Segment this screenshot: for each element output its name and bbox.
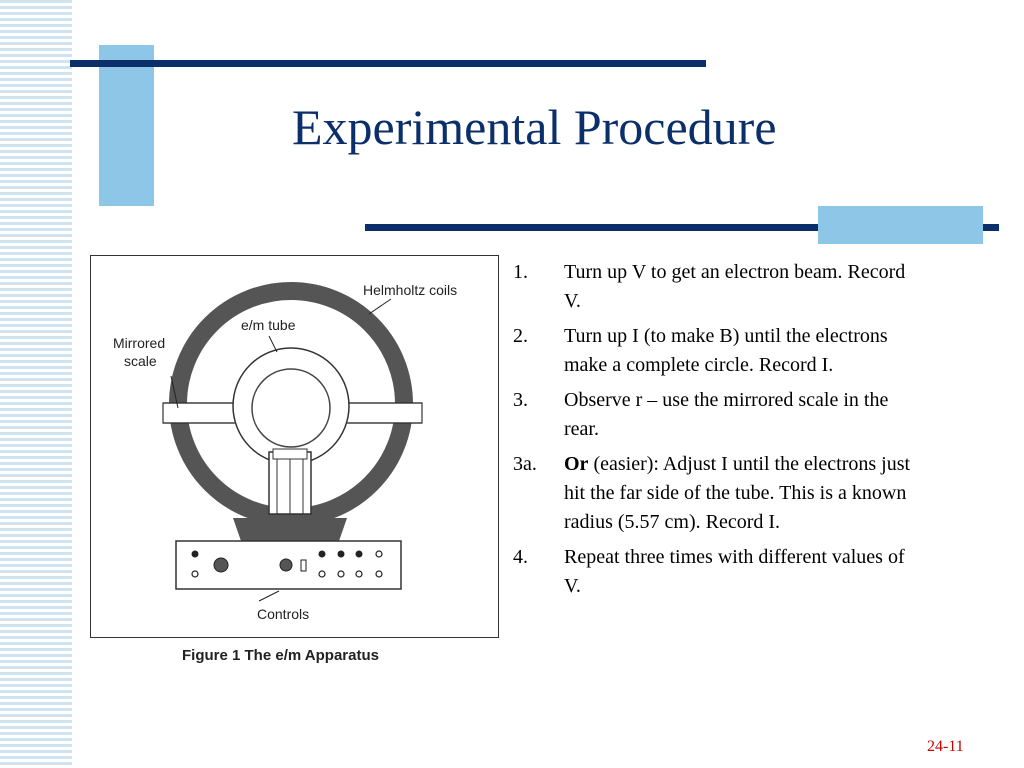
figure-caption: Figure 1 The e/m Apparatus — [182, 647, 379, 664]
step-text: Repeat three times with different values… — [564, 546, 905, 597]
step-bold-word: Or — [564, 453, 589, 475]
step-item: 3a. Or (easier): Adjust I until the elec… — [513, 450, 913, 537]
helmholtz-label: Helmholtz coils — [363, 282, 457, 298]
left-stripe-border — [0, 0, 72, 768]
step-number: 1. — [513, 261, 528, 283]
mirrored-label-line2: scale — [124, 353, 157, 369]
step-item: 2. Turn up I (to make B) until the elect… — [513, 322, 913, 380]
mirrored-label-line1: Mirrored — [113, 335, 165, 351]
step-item: 4. Repeat three times with different val… — [513, 543, 913, 601]
decor-mid-line — [365, 224, 999, 231]
slide-title: Experimental Procedure — [292, 99, 777, 155]
tube-inner-circle — [251, 368, 331, 448]
decor-top-line — [70, 60, 706, 67]
step-text: Observe r – use the mirrored scale in th… — [564, 389, 889, 440]
apparatus-figure: Helmholtz coils Mirrored scale e/m tube … — [90, 255, 499, 638]
page-number: 24-11 — [927, 738, 964, 755]
step-number: 4. — [513, 546, 528, 568]
step-text: Turn up I (to make B) until the electron… — [564, 325, 888, 376]
step-number: 2. — [513, 325, 528, 347]
controls-label: Controls — [257, 606, 309, 622]
step-item: 1. Turn up V to get an electron beam. Re… — [513, 258, 913, 316]
decor-block — [818, 206, 983, 244]
step-item: 3. Observe r – use the mirrored scale in… — [513, 386, 913, 444]
tube-label: e/m tube — [241, 317, 296, 333]
step-text: Turn up V to get an electron beam. Recor… — [564, 261, 906, 312]
apparatus-drawing: Helmholtz coils Mirrored scale e/m tube … — [113, 282, 457, 622]
step-number: 3a. — [513, 453, 537, 475]
decor-vertical-bar — [99, 45, 154, 206]
procedure-steps: 1. Turn up V to get an electron beam. Re… — [513, 258, 913, 607]
apparatus-base-shape — [233, 518, 347, 541]
step-number: 3. — [513, 389, 528, 411]
step-text-rest: (easier): Adjust I until the electrons j… — [564, 453, 911, 533]
step-text: Or (easier): Adjust I until the electron… — [564, 450, 913, 537]
